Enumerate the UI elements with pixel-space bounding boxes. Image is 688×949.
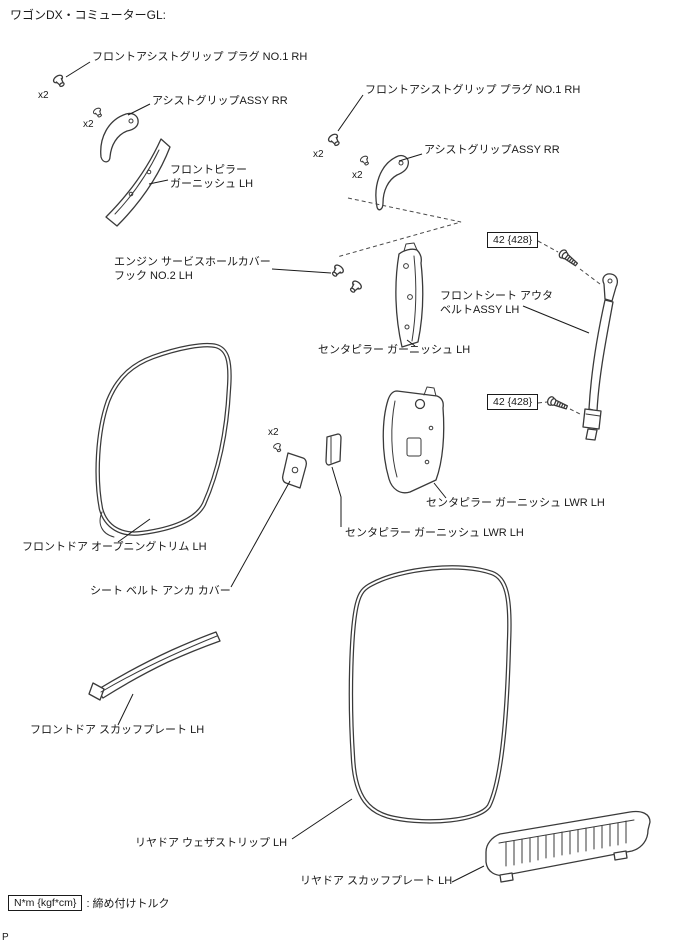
qty-x2-anchor-clip: x2 (268, 427, 279, 438)
front-door-opening-trim-drawing (95, 342, 232, 543)
assist-grip-assy-left-drawing (91, 103, 151, 163)
label-front-door-scuff-plate: フロントドア スカッフプレート LH (30, 724, 205, 736)
lower-torque-bolt-drawing (537, 395, 583, 416)
label-front-pillar-garnish-line2: ガーニッシュ LH (170, 177, 254, 190)
page-corner-mark: P (2, 932, 9, 943)
qty-x2-plug-right: x2 (313, 149, 324, 160)
label-front-door-opening-trim: フロントドア オープニングトリム LH (22, 541, 207, 553)
torque-callout-upper: 42 {428} (487, 232, 539, 248)
diagram-title: ワゴンDX・コミューターGL: (10, 8, 167, 22)
label-front-seat-outer-belt-line2: ベルトASSY LH (440, 303, 520, 316)
front-seat-outer-belt-drawing (522, 273, 618, 441)
label-seat-belt-anchor-cover: シート ベルト アンカ カバー (90, 585, 231, 597)
torque-callout-lower: 42 {428} (487, 394, 539, 410)
engine-service-hole-hooks-drawing (271, 262, 364, 296)
front-door-scuff-plate-drawing (88, 631, 221, 726)
front-assist-grip-plug-left-drawing (51, 61, 91, 90)
rear-door-scuff-plate-drawing (451, 810, 651, 883)
label-assist-grip-assy-right: アシストグリップASSY RR (424, 144, 560, 156)
label-assist-grip-assy-left: アシストグリップASSY RR (152, 95, 288, 107)
label-center-pillar-garnish-lwr-left: センタピラー ガーニッシュ LWR LH (345, 527, 524, 539)
label-engine-service-hole-cover: エンジン サービスホールカバー フック NO.2 LH (114, 256, 271, 284)
front-assist-grip-plug-right-drawing (326, 94, 364, 149)
label-engine-service-hole-cover-line1: エンジン サービスホールカバー (114, 256, 271, 268)
torque-legend-text: : 締め付けトルク (86, 898, 170, 910)
label-center-pillar-garnish: センタピラー ガーニッシュ LH (318, 344, 471, 356)
center-pillar-garnish-drawing (395, 242, 424, 348)
label-front-pillar-garnish: フロントピラー ガーニッシュ LH (170, 164, 253, 192)
label-center-pillar-garnish-lwr-right: センタピラー ガーニッシュ LWR LH (426, 497, 605, 509)
label-engine-service-hole-cover-line2: フック NO.2 LH (114, 269, 193, 282)
torque-unit-box: N*m {kgf*cm} (8, 895, 83, 911)
rear-door-weatherstrip-drawing (291, 565, 512, 840)
front-pillar-garnish-drawing (105, 138, 171, 227)
center-pillar-garnish-lwr-drawing (382, 386, 447, 499)
label-front-assist-grip-plug-right: フロントアシストグリップ プラグ NO.1 RH (365, 84, 581, 96)
qty-x2-plug-left: x2 (38, 90, 49, 101)
seat-belt-anchor-cover-drawing (230, 442, 308, 588)
torque-legend: N*m {kgf*cm} : 締め付けトルク (8, 895, 170, 911)
label-front-assist-grip-plug-left: フロントアシストグリップ プラグ NO.1 RH (92, 51, 308, 63)
assist-grip-assy-right-drawing (358, 153, 423, 211)
label-front-pillar-garnish-line1: フロントピラー (170, 164, 247, 176)
label-rear-door-weatherstrip: リヤドア ウェザストリップ LH (135, 837, 288, 849)
dashed-locator-lines (336, 197, 462, 258)
upper-torque-bolt-drawing (537, 240, 601, 285)
label-rear-door-scuff-plate: リヤドア スカッフプレート LH (300, 875, 453, 887)
qty-x2-grip-right: x2 (352, 170, 363, 181)
center-pillar-garnish-lwr-small-drawing (325, 433, 342, 527)
label-front-seat-outer-belt-line1: フロントシート アウタ (440, 290, 554, 302)
label-front-seat-outer-belt: フロントシート アウタ ベルトASSY LH (440, 290, 553, 318)
qty-x2-grip-left: x2 (83, 119, 94, 130)
